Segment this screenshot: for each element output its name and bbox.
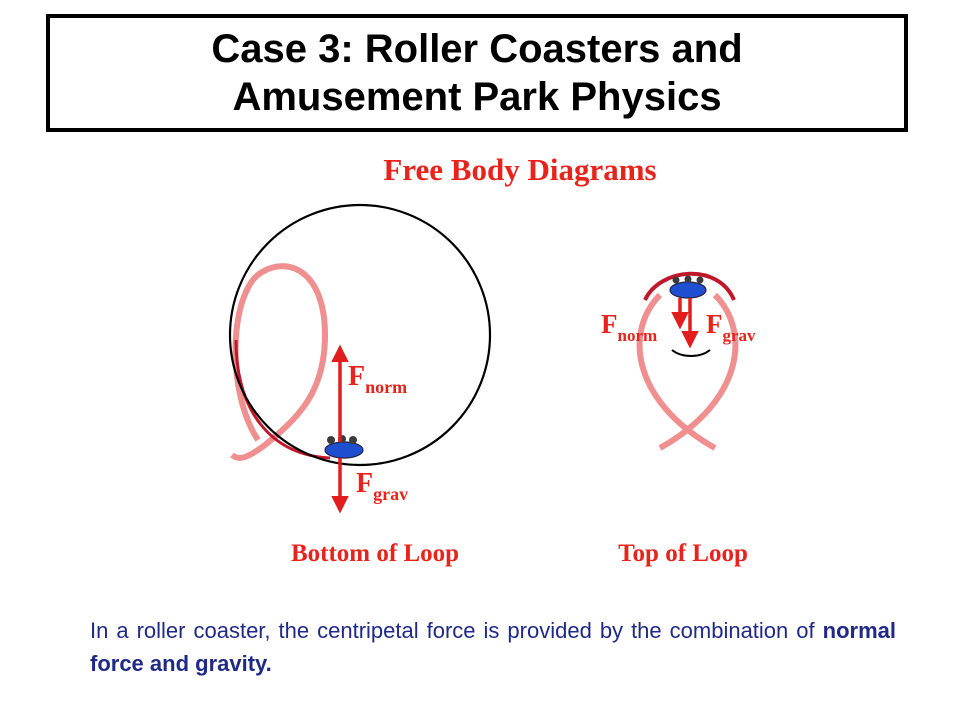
normal-force-label-bottom: Fnorm — [348, 361, 407, 397]
page-title-line-2: Amusement Park Physics — [232, 75, 722, 119]
diagram-heading: Free Body Diagrams — [383, 152, 656, 187]
free-body-diagrams: Free Body Diagrams Fnorm Fgrav Bottom of… — [228, 152, 756, 567]
bottom-of-loop-diagram: Fnorm Fgrav — [228, 203, 492, 514]
gravity-force-label-bottom: Fgrav — [356, 468, 408, 504]
coaster-car-top — [669, 275, 707, 299]
caption: In a roller coaster, the centripetal for… — [90, 614, 896, 680]
coaster-car-bottom — [324, 435, 364, 459]
bottom-track-loop — [230, 263, 329, 461]
top-circle-arc — [671, 349, 711, 357]
normal-force-label-top: Fnorm — [601, 309, 657, 345]
top-track-right — [658, 292, 739, 451]
caption-emphasis: normal force and gravity. — [90, 618, 896, 676]
title-box: Case 3: Roller Coasters and Amusement Pa… — [46, 14, 908, 132]
reference-circle — [228, 203, 492, 467]
top-of-loop-diagram: Fnorm Fgrav — [601, 271, 756, 451]
top-track-left — [636, 292, 717, 451]
gravity-force-label-top: Fgrav — [706, 309, 756, 345]
top-of-loop-label: Top of Loop — [618, 540, 748, 567]
top-track-arc — [643, 271, 736, 301]
page-title-line-1: Case 3: Roller Coasters and — [211, 27, 743, 71]
bottom-of-loop-label: Bottom of Loop — [291, 540, 459, 567]
caption-text: In a roller coaster, the centripetal for… — [90, 618, 823, 643]
